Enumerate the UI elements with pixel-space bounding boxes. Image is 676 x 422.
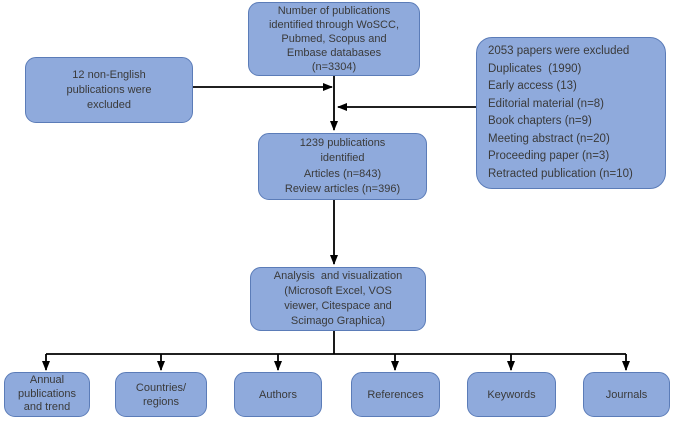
box-output-journals-text: Journals xyxy=(605,388,648,401)
box-analysis-visualization-text: Analysis and visualization (Microsoft Ex… xyxy=(273,270,403,327)
box-output-keywords: Keywords xyxy=(467,372,556,417)
box-non-english-excluded-text: 12 non-English publications were exclude… xyxy=(66,68,152,111)
box-output-annual-publications-trend-text: Annual publications and trend xyxy=(17,374,77,414)
box-identified-publications: Number of publications identified throug… xyxy=(248,2,420,76)
box-output-authors: Authors xyxy=(234,372,322,417)
box-analysis-visualization: Analysis and visualization (Microsoft Ex… xyxy=(250,267,426,331)
box-included-publications: 1239 publications identified Articles (n… xyxy=(258,133,427,200)
box-output-countries-regions: Countries/ regions xyxy=(115,372,207,417)
box-output-references: References xyxy=(351,372,440,417)
box-output-journals: Journals xyxy=(583,372,670,417)
box-papers-excluded: 2053 papers were excluded Duplicates (19… xyxy=(476,37,666,189)
box-papers-excluded-text: 2053 papers were excluded Duplicates (19… xyxy=(488,45,633,180)
box-output-references-text: References xyxy=(367,388,424,401)
box-output-annual-publications-trend: Annual publications and trend xyxy=(4,372,90,417)
box-output-countries-regions-text: Countries/ regions xyxy=(135,381,187,408)
box-output-authors-text: Authors xyxy=(259,388,297,401)
box-identified-publications-text: Number of publications identified throug… xyxy=(268,5,400,73)
box-included-publications-text: 1239 publications identified Articles (n… xyxy=(284,136,401,196)
box-non-english-excluded: 12 non-English publications were exclude… xyxy=(25,57,193,123)
box-output-keywords-text: Keywords xyxy=(487,388,536,401)
